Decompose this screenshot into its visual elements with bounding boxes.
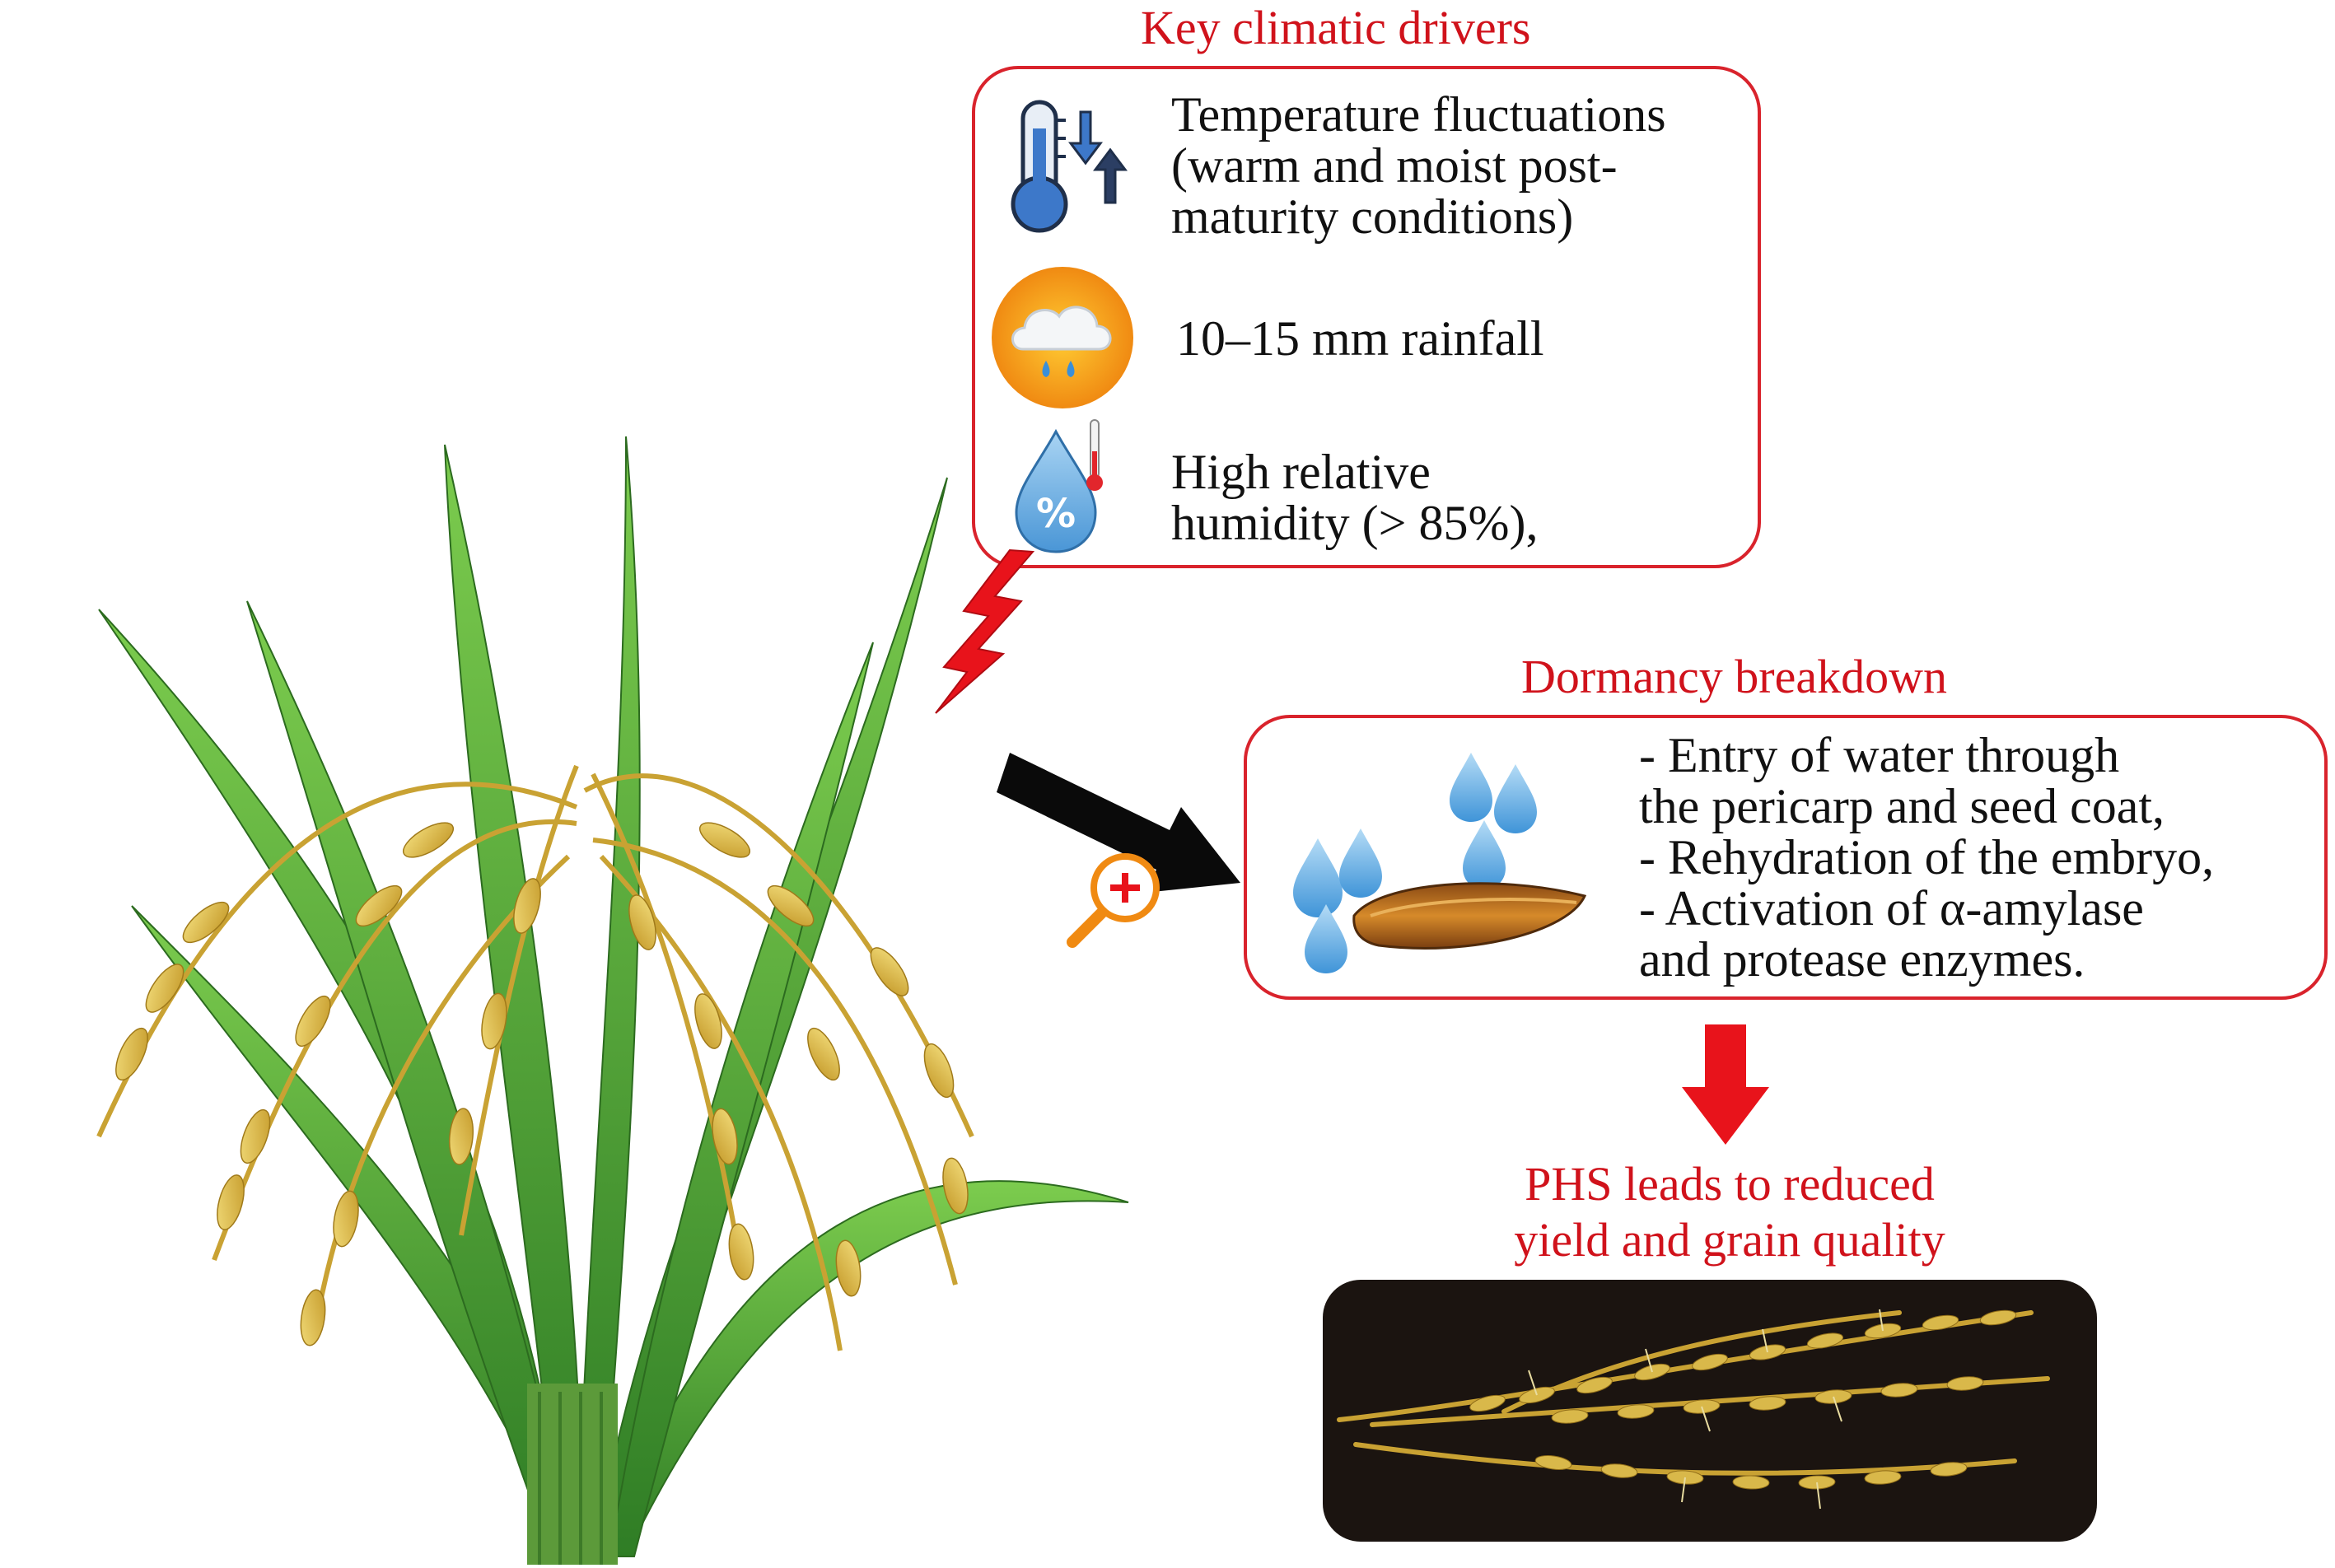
outcome-line: PHS leads to reduced xyxy=(1525,1157,1935,1211)
climate-item-line: 10–15 mm rainfall xyxy=(1176,311,1544,366)
dormancy-line: - Rehydration of the embryo, xyxy=(1639,830,2215,884)
magnifier-plus-icon xyxy=(1067,853,1160,948)
climate-title: Key climatic drivers xyxy=(1141,1,1531,54)
climate-item-temperature: Temperature fluctuations (warm and moist… xyxy=(1171,89,1666,242)
thermometer-icon xyxy=(1011,100,1128,233)
humidity-drop-icon: % xyxy=(1015,419,1103,553)
outcome-line: yield and grain quality xyxy=(1514,1213,1945,1267)
climate-item-line: humidity (> 85%), xyxy=(1171,496,1539,550)
climate-item-line: (warm and moist post- xyxy=(1171,138,1618,193)
dormancy-line: the pericarp and seed coat, xyxy=(1639,779,2165,833)
dormancy-line: - Entry of water through xyxy=(1639,728,2120,782)
rice-seed-icon xyxy=(1352,882,1587,950)
sprouted-panicle-photo xyxy=(1323,1280,2097,1542)
red-down-arrow xyxy=(1682,1024,1769,1145)
svg-text:%: % xyxy=(1036,491,1076,537)
climate-item-line: Temperature fluctuations xyxy=(1171,87,1666,142)
climate-item-line: maturity conditions) xyxy=(1171,189,1574,244)
rain-cloud-icon xyxy=(992,267,1133,408)
climate-item-rainfall: 10–15 mm rainfall xyxy=(1176,313,1544,364)
climate-item-line: High relative xyxy=(1171,445,1431,499)
water-drops-icon xyxy=(1293,753,1537,973)
black-arrow xyxy=(997,753,1240,893)
dormancy-text: - Entry of water through the pericarp an… xyxy=(1639,730,2214,985)
dormancy-line: - Activation of α-amylase xyxy=(1639,881,2144,936)
lightning-bolt-icon xyxy=(935,548,1035,714)
climate-drivers-box: Temperature fluctuations (warm and moist… xyxy=(972,66,1761,568)
dormancy-line: and protease enzymes. xyxy=(1639,932,2085,987)
dormancy-title: Dormancy breakdown xyxy=(1521,650,1947,703)
dormancy-box: - Entry of water through the pericarp an… xyxy=(1244,715,2328,1000)
climate-item-humidity: High relative humidity (> 85%), xyxy=(1171,446,1538,548)
rice-plant-illustration xyxy=(96,436,1129,1565)
outcome-title: PHS leads to reduced yield and grain qua… xyxy=(1318,1156,2141,1268)
